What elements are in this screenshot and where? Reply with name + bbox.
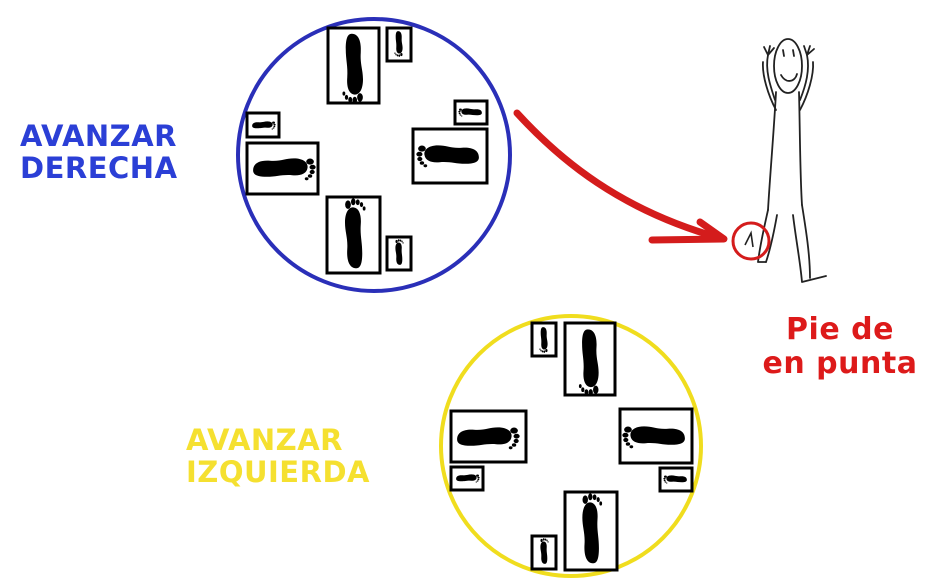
right-step-diagram [236, 17, 512, 293]
left-circle [439, 314, 703, 578]
label-avanzar-izquierda: AVANZAR IZQUIERDA [186, 424, 370, 489]
label-line: Pie de [786, 312, 894, 347]
tiptoe-highlight [731, 221, 771, 261]
label-line: AVANZAR [186, 423, 343, 457]
label-avanzar-derecha: AVANZAR DERECHA [20, 120, 178, 185]
label-line: en punta [762, 345, 918, 381]
arrow-icon [513, 109, 728, 244]
label-line: AVANZAR [20, 119, 177, 153]
label-line: DERECHA [20, 151, 178, 186]
tiptoe-foot [744, 230, 754, 248]
label-pie-de-punta: Pie de en punta [750, 313, 928, 380]
left-step-diagram [439, 314, 703, 578]
stick-figure-icon [757, 38, 827, 283]
label-line: IZQUIERDA [186, 455, 370, 490]
right-circle [236, 17, 512, 293]
